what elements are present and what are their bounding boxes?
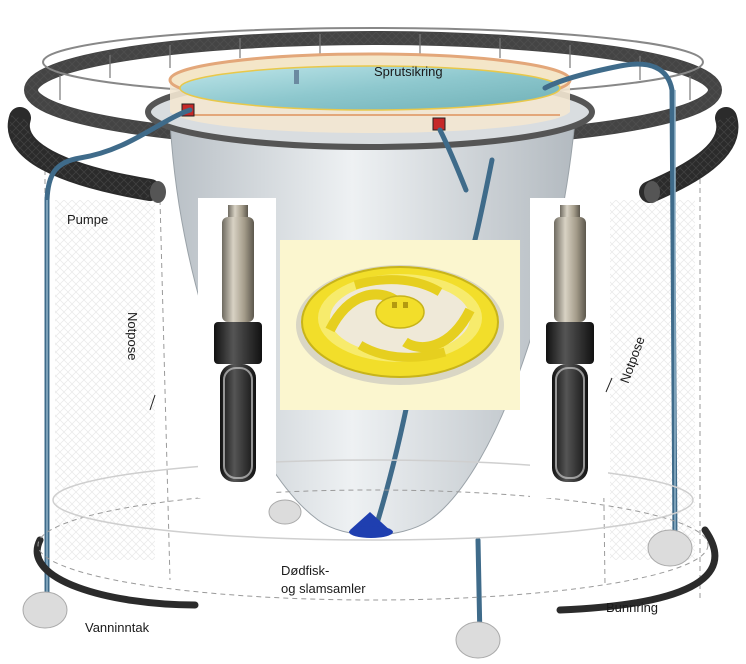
sinker-weights	[22, 499, 693, 659]
pointer-lines	[149, 377, 613, 411]
label-sprutsikring: Sprutsikring	[374, 64, 443, 79]
pump-left	[198, 198, 276, 498]
impeller-inset	[280, 240, 520, 410]
label-bunnring: Bunnring	[606, 600, 659, 615]
pipe-highlight	[46, 90, 676, 600]
label-notpose-left: Notpose	[125, 312, 140, 361]
label-dodfisk-line2: og slamsamler	[281, 581, 366, 596]
pump-right	[530, 198, 608, 498]
dead-fish-collector	[349, 512, 393, 538]
water-pipes	[44, 61, 678, 643]
front-float-tubes	[7, 107, 739, 203]
label-dodfisk-line1: Dødfisk-	[281, 563, 330, 578]
inner-collar	[145, 52, 595, 150]
label-pumpe: Pumpe	[67, 212, 109, 227]
label-vanninntak: Vanninntak	[85, 620, 150, 635]
water-surface	[180, 66, 560, 110]
bottom-ring	[33, 459, 719, 614]
net-texture	[55, 200, 695, 560]
